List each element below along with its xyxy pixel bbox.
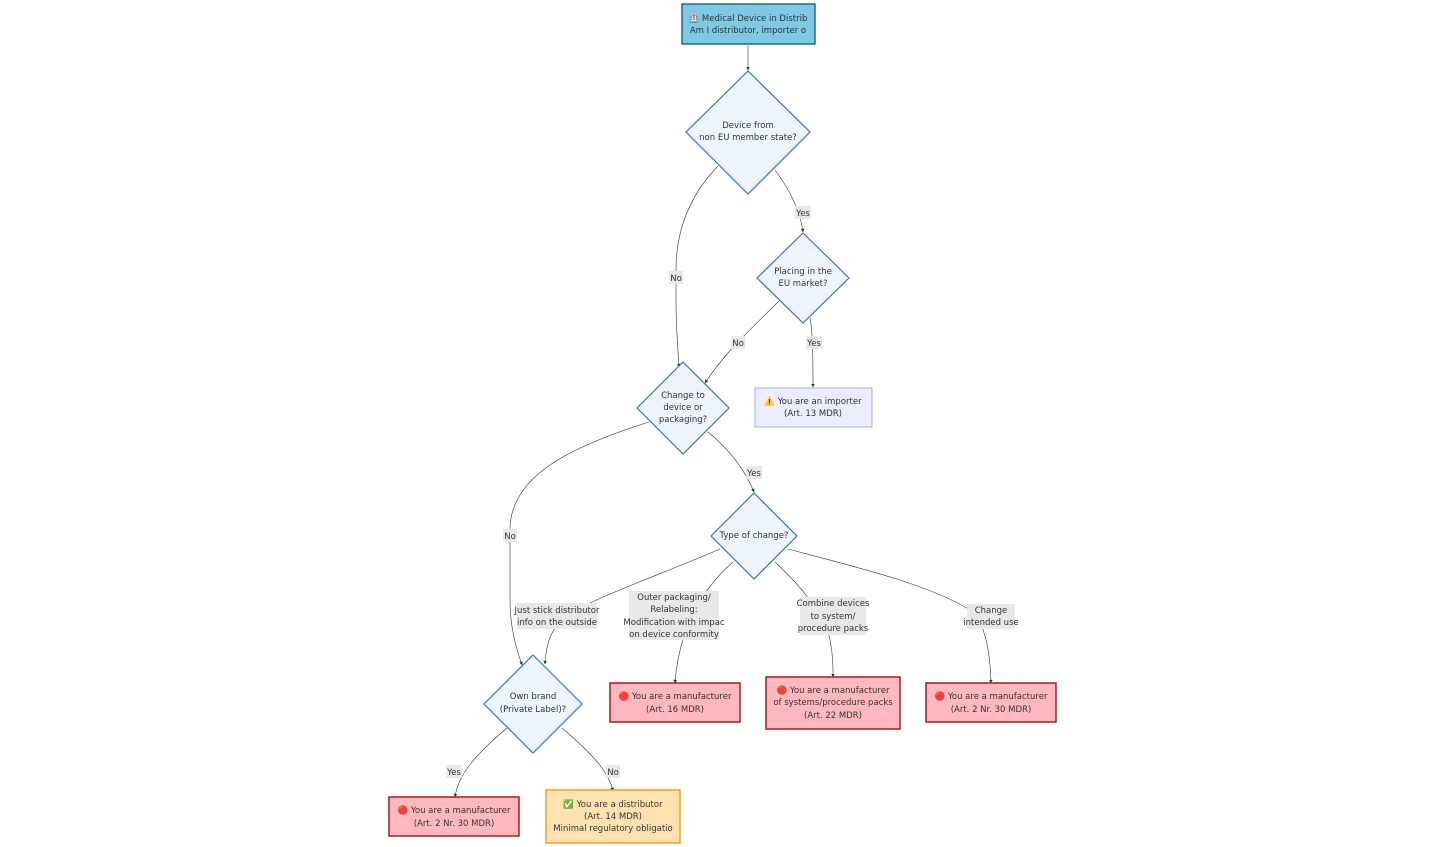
decision-non-eu-shape [685,70,811,195]
manufacturer-art2-right-line-2: (Art. 2 Nr. 30 MDR) [951,705,1032,715]
decision-type[interactable]: Type of change? [710,492,798,580]
edge-label-type-outer: Outer packaging/ Relabeling: Modificatio… [623,591,725,640]
manufacturer-art2-bottom-box [388,796,520,837]
edge-label-type-outer-line-2: Relabeling: [650,605,697,615]
edge-label-type-combine-line-1: Combine devices [797,599,870,609]
decision-change-line-3: packaging? [659,415,707,425]
edge-type-intended [787,548,993,684]
manufacturer-art2-right-box [925,682,1057,723]
edge-label-type-sticker-line-1: Just stick distributor [514,606,600,616]
edge-label-own-brand-yes: Yes [446,765,462,778]
edge-label-type-outer-line-4: on device conformity [629,630,719,640]
edge-label-placing-yes-text: Yes [806,339,821,349]
decision-non-eu-line-1: Device from [722,121,774,131]
manufacturer-art22-node[interactable]: 🔴 You are a manufacturer of systems/proc… [765,676,901,730]
edge-own-brand-no [561,727,614,792]
manufacturer-art22-box [765,676,901,730]
edge-label-placing-no-text: No [732,339,744,349]
edge-label-type-intended-line-1: Change [975,606,1008,616]
distributor-node-line-3: Minimal regulatory obligatio [553,824,672,834]
start-node[interactable]: 🏥 Medical Device in Distrib Am I distrib… [681,3,816,45]
edge-label-type-outer-line-1: Outer packaging/ [637,593,711,603]
edge-label-non-eu-no: No [669,271,683,284]
importer-node-line-2: (Art. 13 MDR) [784,409,842,419]
edge-change-yes [707,431,755,493]
decision-change[interactable]: Change to device or packaging? [636,361,730,455]
manufacturer-art22-line-3: (Art. 22 MDR) [804,711,862,721]
manufacturer-art2-bottom-line-2: (Art. 2 Nr. 30 MDR) [414,819,495,829]
edge-label-type-intended-line-2: intended use [963,618,1018,628]
distributor-node-line-1: ✅ You are a distributor [563,799,663,810]
edge-label-type-outer-line-3: Modification with impac [623,618,724,628]
edge-label-type-sticker-line-2: info on the outside [517,618,597,628]
nodes: 🏥 Medical Device in Distrib Am I distrib… [388,3,1057,844]
edge-label-change-no-text: No [504,532,516,542]
edge-label-type-intended: Change intended use [963,604,1019,629]
importer-node-box [754,387,873,428]
decision-type-shape [710,492,798,580]
distributor-node[interactable]: ✅ You are a distributor (Art. 14 MDR) Mi… [545,789,681,844]
distributor-node-line-2: (Art. 14 MDR) [584,812,642,822]
edge-own-brand-yes [453,727,508,798]
edge-label-change-yes-text: Yes [746,469,761,479]
edge-placing-yes [809,317,815,388]
edge-label-type-sticker: Just stick distributor info on the outsi… [514,603,600,629]
start-node-line-2: Am I distributor, importer o [690,26,806,36]
edge-label-own-brand-yes-text: Yes [446,768,461,778]
manufacturer-art16-node[interactable]: 🔴 You are a manufacturer (Art. 16 MDR) [609,682,741,723]
manufacturer-art2-bottom-node[interactable]: 🔴 You are a manufacturer (Art. 2 Nr. 30 … [388,796,520,837]
edge-label-type-combine-line-2: to system/ [811,612,856,622]
edge-label-placing-yes: Yes [806,336,822,349]
decision-change-line-2: device or [663,403,703,413]
manufacturer-art2-bottom-line-1: 🔴 You are a manufacturer [398,805,511,816]
edge-label-non-eu-no-text: No [670,274,682,284]
manufacturer-art16-box [609,682,741,723]
edge-label-type-combine-line-3: procedure packs [798,624,869,634]
distributor-node-box [545,789,681,844]
edge-label-type-combine: Combine devices to system/ procedure pac… [797,597,870,635]
decision-placing[interactable]: Placing in the EU market? [756,232,850,324]
decision-placing-line-1: Placing in the [774,267,832,277]
importer-node-line-1: ⚠️ You are an importer [764,396,862,407]
edge-label-non-eu-yes-text: Yes [795,209,810,219]
start-node-line-1: 🏥 Medical Device in Distrib [689,13,808,24]
manufacturer-art22-line-2: of systems/procedure packs [773,698,893,708]
edge-label-change-no: No [503,529,517,542]
edge-change-no [509,421,650,666]
edge-labels: No Yes No Yes No Yes Just stick distribu… [446,206,1019,778]
decision-non-eu[interactable]: Device from non EU member state? [685,70,811,195]
decision-placing-shape [756,232,850,324]
edge-non-eu-no [675,165,719,368]
edge-non-eu-yes [774,169,805,233]
edge-label-change-yes: Yes [746,466,762,479]
edge-type-combine [774,561,835,678]
decision-own-brand[interactable]: Own brand (Private Label)? [483,654,583,754]
start-node-box [681,3,816,45]
manufacturer-art22-line-1: 🔴 You are a manufacturer [777,685,890,696]
decision-own-brand-line-1: Own brand [510,692,557,702]
decision-own-brand-line-2: (Private Label)? [500,705,566,715]
decision-change-line-1: Change to [661,391,705,401]
decision-own-brand-shape [483,654,583,754]
edge-label-own-brand-no: No [606,765,620,778]
manufacturer-art2-right-node[interactable]: 🔴 You are a manufacturer (Art. 2 Nr. 30 … [925,682,1057,723]
edge-label-non-eu-yes: Yes [795,206,811,219]
manufacturer-art16-line-2: (Art. 16 MDR) [646,705,704,715]
decision-type-line-1: Type of change? [719,531,789,541]
manufacturer-art16-line-1: 🔴 You are a manufacturer [619,691,732,702]
importer-node[interactable]: ⚠️ You are an importer (Art. 13 MDR) [754,387,873,428]
edge-label-placing-no: No [731,336,745,349]
decision-non-eu-line-2: non EU member state? [699,133,797,143]
manufacturer-art2-right-line-1: 🔴 You are a manufacturer [935,691,1048,702]
edge-label-own-brand-no-text: No [607,768,619,778]
decision-placing-line-2: EU market? [779,279,828,289]
decision-change-shape [636,361,730,455]
